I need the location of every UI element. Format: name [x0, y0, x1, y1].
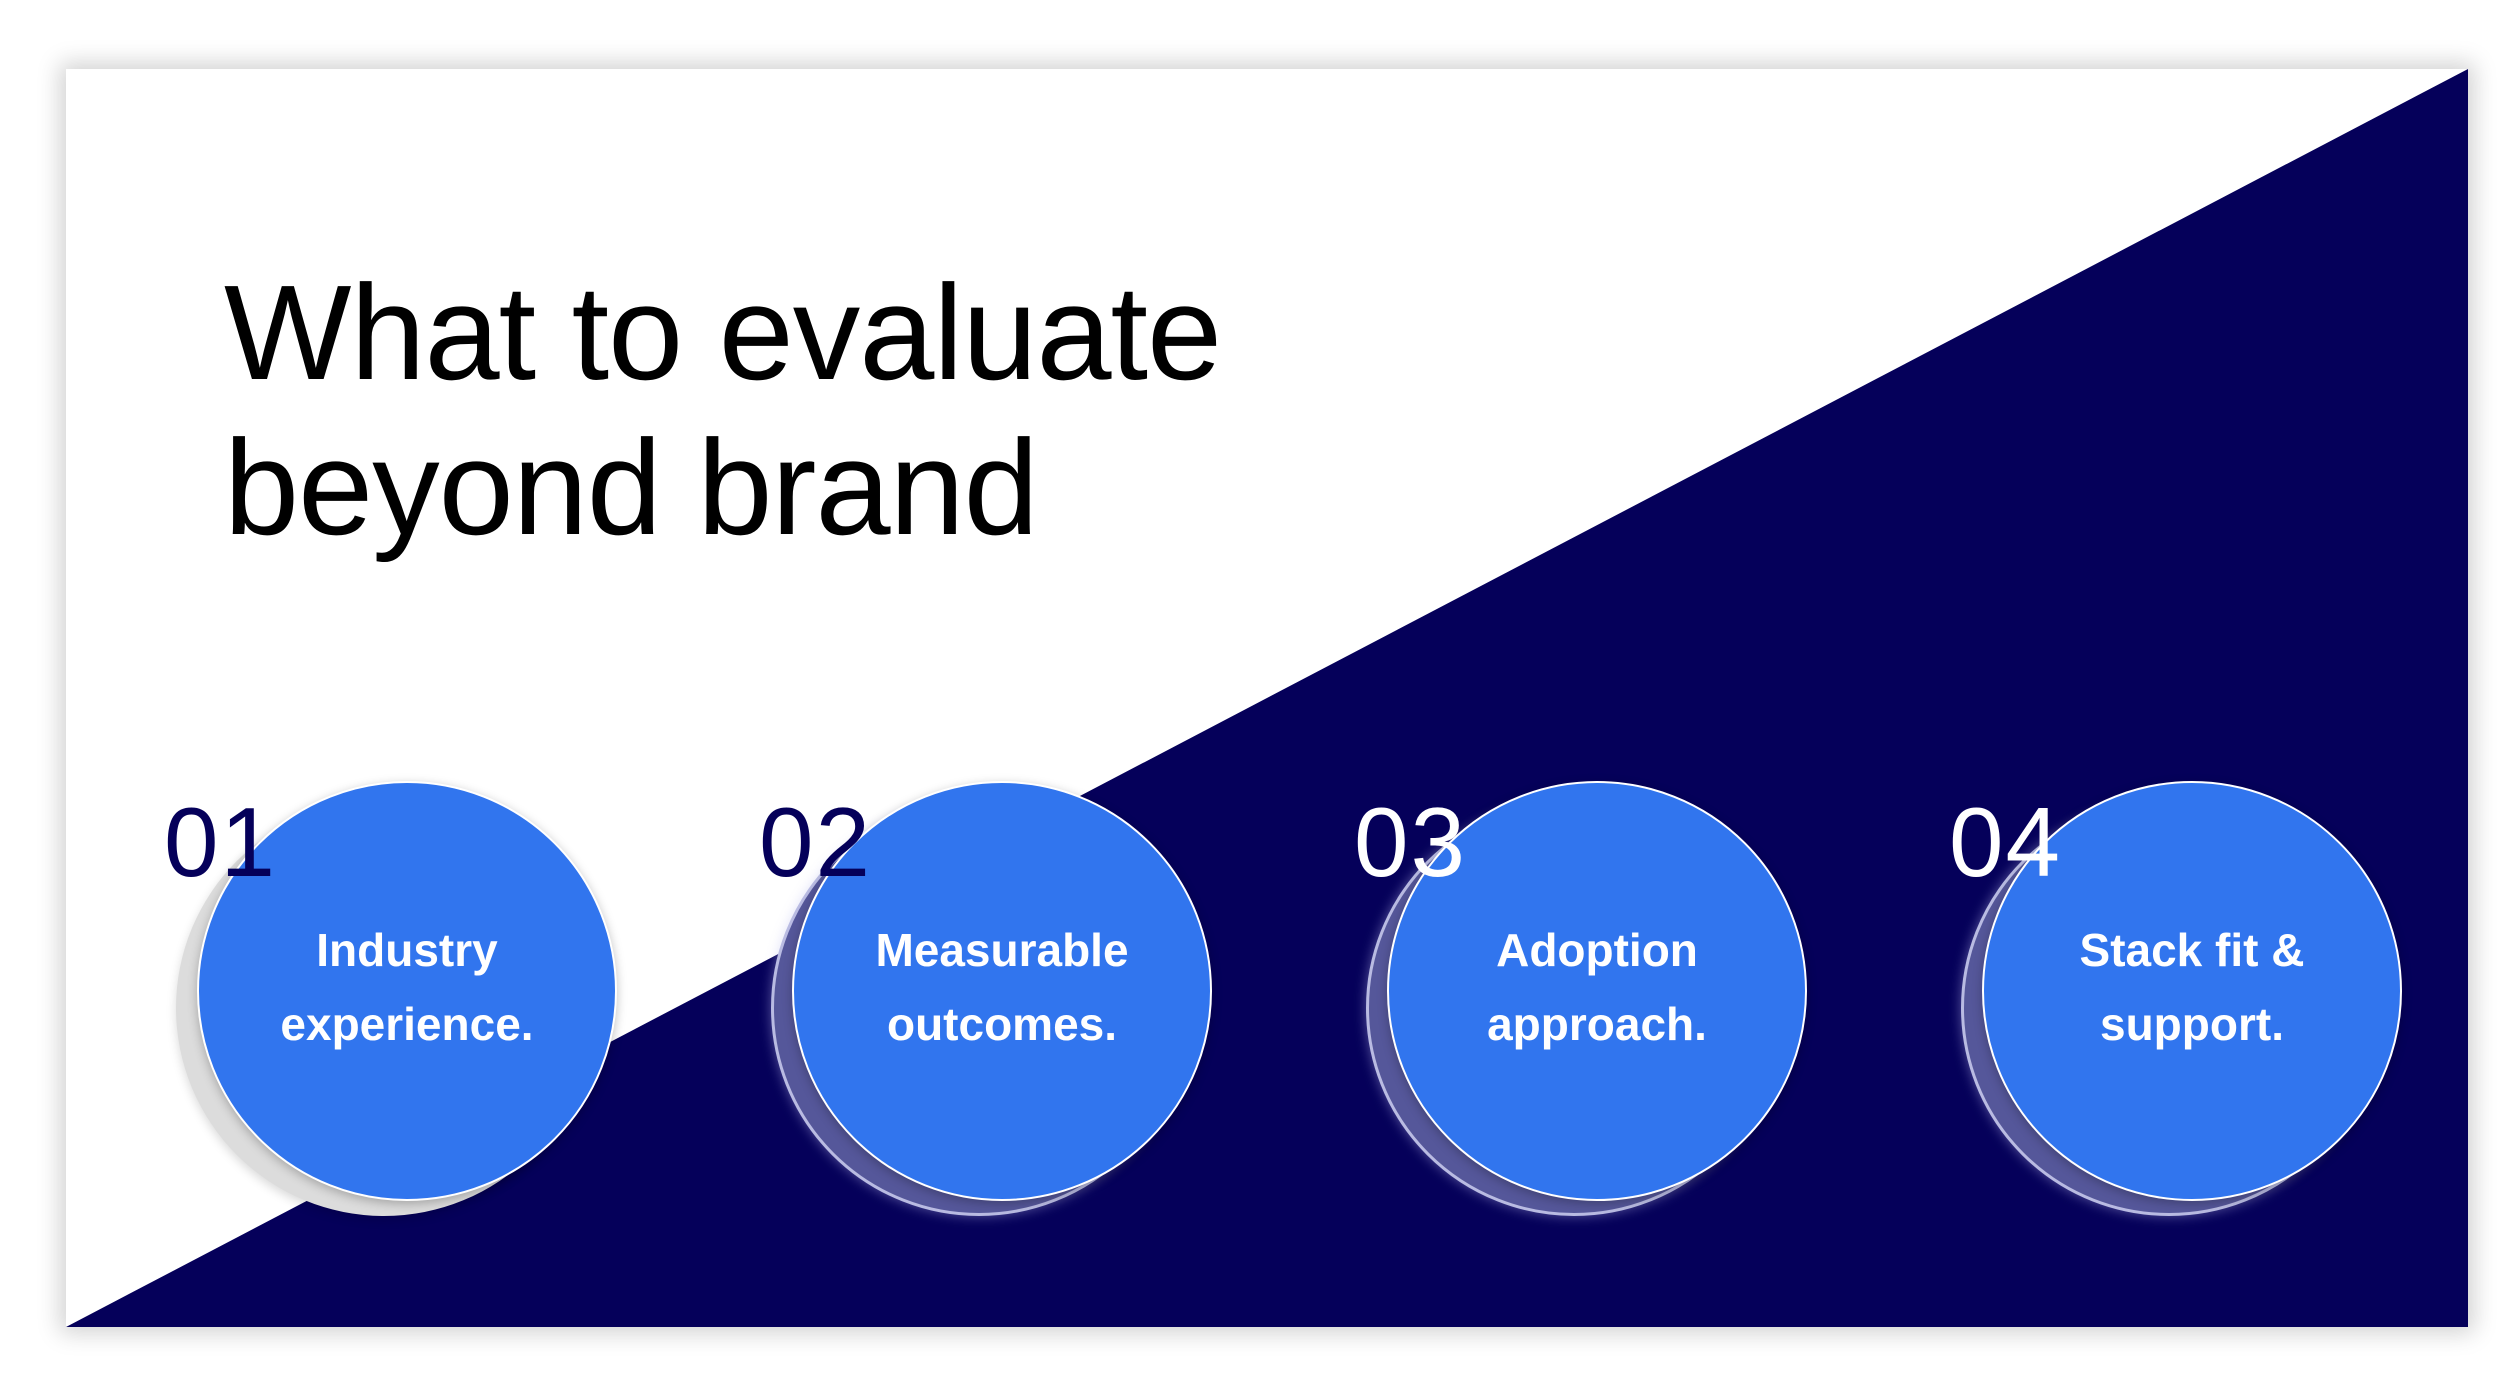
diagonal-navy-shape	[66, 69, 2468, 1327]
item-label: Adoption approach.	[1487, 924, 1707, 1050]
item-02: Measurable outcomes. 02	[759, 703, 1229, 1223]
item-01: Industry experience. 01	[164, 703, 634, 1223]
item-label: Industry experience.	[280, 924, 534, 1050]
item-number: 04	[1949, 787, 2063, 897]
item-circle: Industry experience.	[197, 781, 617, 1201]
title-line-2: beyond brand	[224, 412, 1039, 563]
item-circle: Stack fit & support.	[1982, 781, 2402, 1201]
item-circle: Adoption approach.	[1387, 781, 1807, 1201]
item-04: Stack fit & support. 04	[1949, 703, 2419, 1223]
slide: What to evaluate beyond brand Industry e…	[66, 69, 2468, 1327]
item-number: 02	[759, 787, 873, 897]
item-label: Stack fit & support.	[2079, 924, 2305, 1050]
item-circle: Measurable outcomes.	[792, 781, 1212, 1201]
title-line-1: What to evaluate	[224, 257, 1222, 408]
item-label: Measurable outcomes.	[875, 924, 1129, 1050]
slide-title: What to evaluate beyond brand	[224, 255, 1524, 565]
item-number: 03	[1354, 787, 1468, 897]
item-03: Adoption approach. 03	[1354, 703, 1824, 1223]
item-number: 01	[164, 787, 278, 897]
